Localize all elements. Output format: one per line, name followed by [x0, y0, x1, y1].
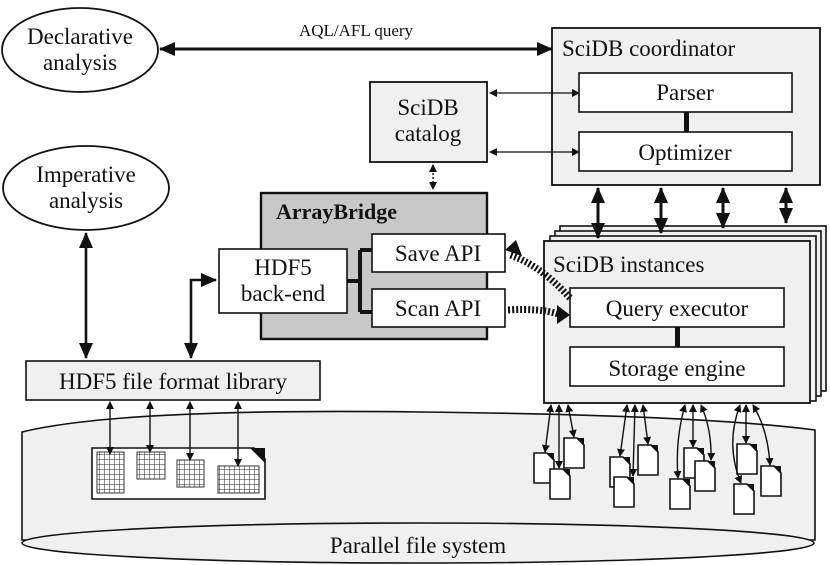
svg-text:Scan API: Scan API	[395, 296, 481, 321]
hdf5-dataset-chunk	[217, 465, 260, 494]
chunk-file-icon	[736, 443, 758, 475]
chunk-file-icon	[760, 465, 782, 497]
chunk-file-icon	[549, 468, 571, 500]
instances-title: SciDB instances	[553, 252, 704, 277]
chunk-file-icon	[669, 478, 691, 510]
query-edge: AQL/AFL query	[159, 21, 553, 56]
hdf5-file	[91, 447, 266, 500]
coordinator-instances-edges	[591, 187, 793, 239]
svg-text:catalog: catalog	[395, 121, 462, 146]
hdf5-dataset-chunk	[176, 459, 205, 488]
arraybridge-title: ArrayBridge	[276, 199, 397, 224]
instance-file-edges	[541, 404, 774, 484]
hdf5-backend: HDF5 back-end	[218, 248, 348, 314]
hdf5-dataset-chunk	[136, 451, 166, 480]
pfs-label: Parallel file system	[330, 533, 506, 558]
parallel-file-system: Parallel file system	[21, 410, 816, 564]
optimizer-box	[578, 131, 793, 172]
svg-text:analysis: analysis	[49, 188, 123, 213]
declarative-analysis-node: Declarative analysis	[1, 7, 159, 93]
api-executor-edges	[505, 240, 573, 324]
chunk-file-icon	[637, 444, 659, 476]
hdf5-dataset-chunk	[96, 451, 125, 494]
svg-text:Query executor: Query executor	[606, 296, 749, 321]
svg-text:HDF5: HDF5	[254, 255, 312, 280]
scidb-coordinator: SciDB coordinator Parser Optimizer	[551, 27, 821, 186]
svg-text:back-end: back-end	[241, 281, 326, 306]
chunk-file-icon	[733, 483, 755, 515]
query-edge-label: AQL/AFL query	[299, 21, 414, 40]
chunk-file-icon	[613, 476, 635, 508]
svg-text:HDF5 file format library: HDF5 file format library	[59, 369, 288, 394]
svg-text:SciDB: SciDB	[397, 95, 458, 120]
imperative-analysis-node: Imperative analysis	[2, 145, 170, 231]
svg-text:Optimizer: Optimizer	[638, 140, 732, 165]
svg-text:Imperative: Imperative	[36, 162, 136, 187]
chunk-file-icon	[694, 460, 716, 492]
svg-text:Storage engine: Storage engine	[608, 356, 745, 381]
svg-text:analysis: analysis	[43, 50, 117, 75]
svg-text:Save API: Save API	[395, 241, 481, 266]
backend-library-edge	[184, 273, 217, 359]
svg-text:Parser: Parser	[656, 80, 714, 105]
save-api-box	[371, 233, 506, 273]
library-file-edges	[106, 401, 242, 467]
chunk-file-icon	[563, 437, 585, 469]
arraybridge: ArrayBridge Save API Scan API	[259, 191, 506, 341]
hdf5-file-format-library: HDF5 file format library	[25, 360, 321, 401]
coordinator-title: SciDB coordinator	[562, 36, 735, 61]
scan-api-box	[371, 288, 506, 328]
storage-engine-box	[569, 346, 785, 387]
scidb-instances: SciDB instances Query executor Storage e…	[543, 225, 827, 404]
svg-text:Declarative: Declarative	[27, 24, 133, 49]
scidb-catalog: SciDB catalog	[369, 81, 488, 163]
